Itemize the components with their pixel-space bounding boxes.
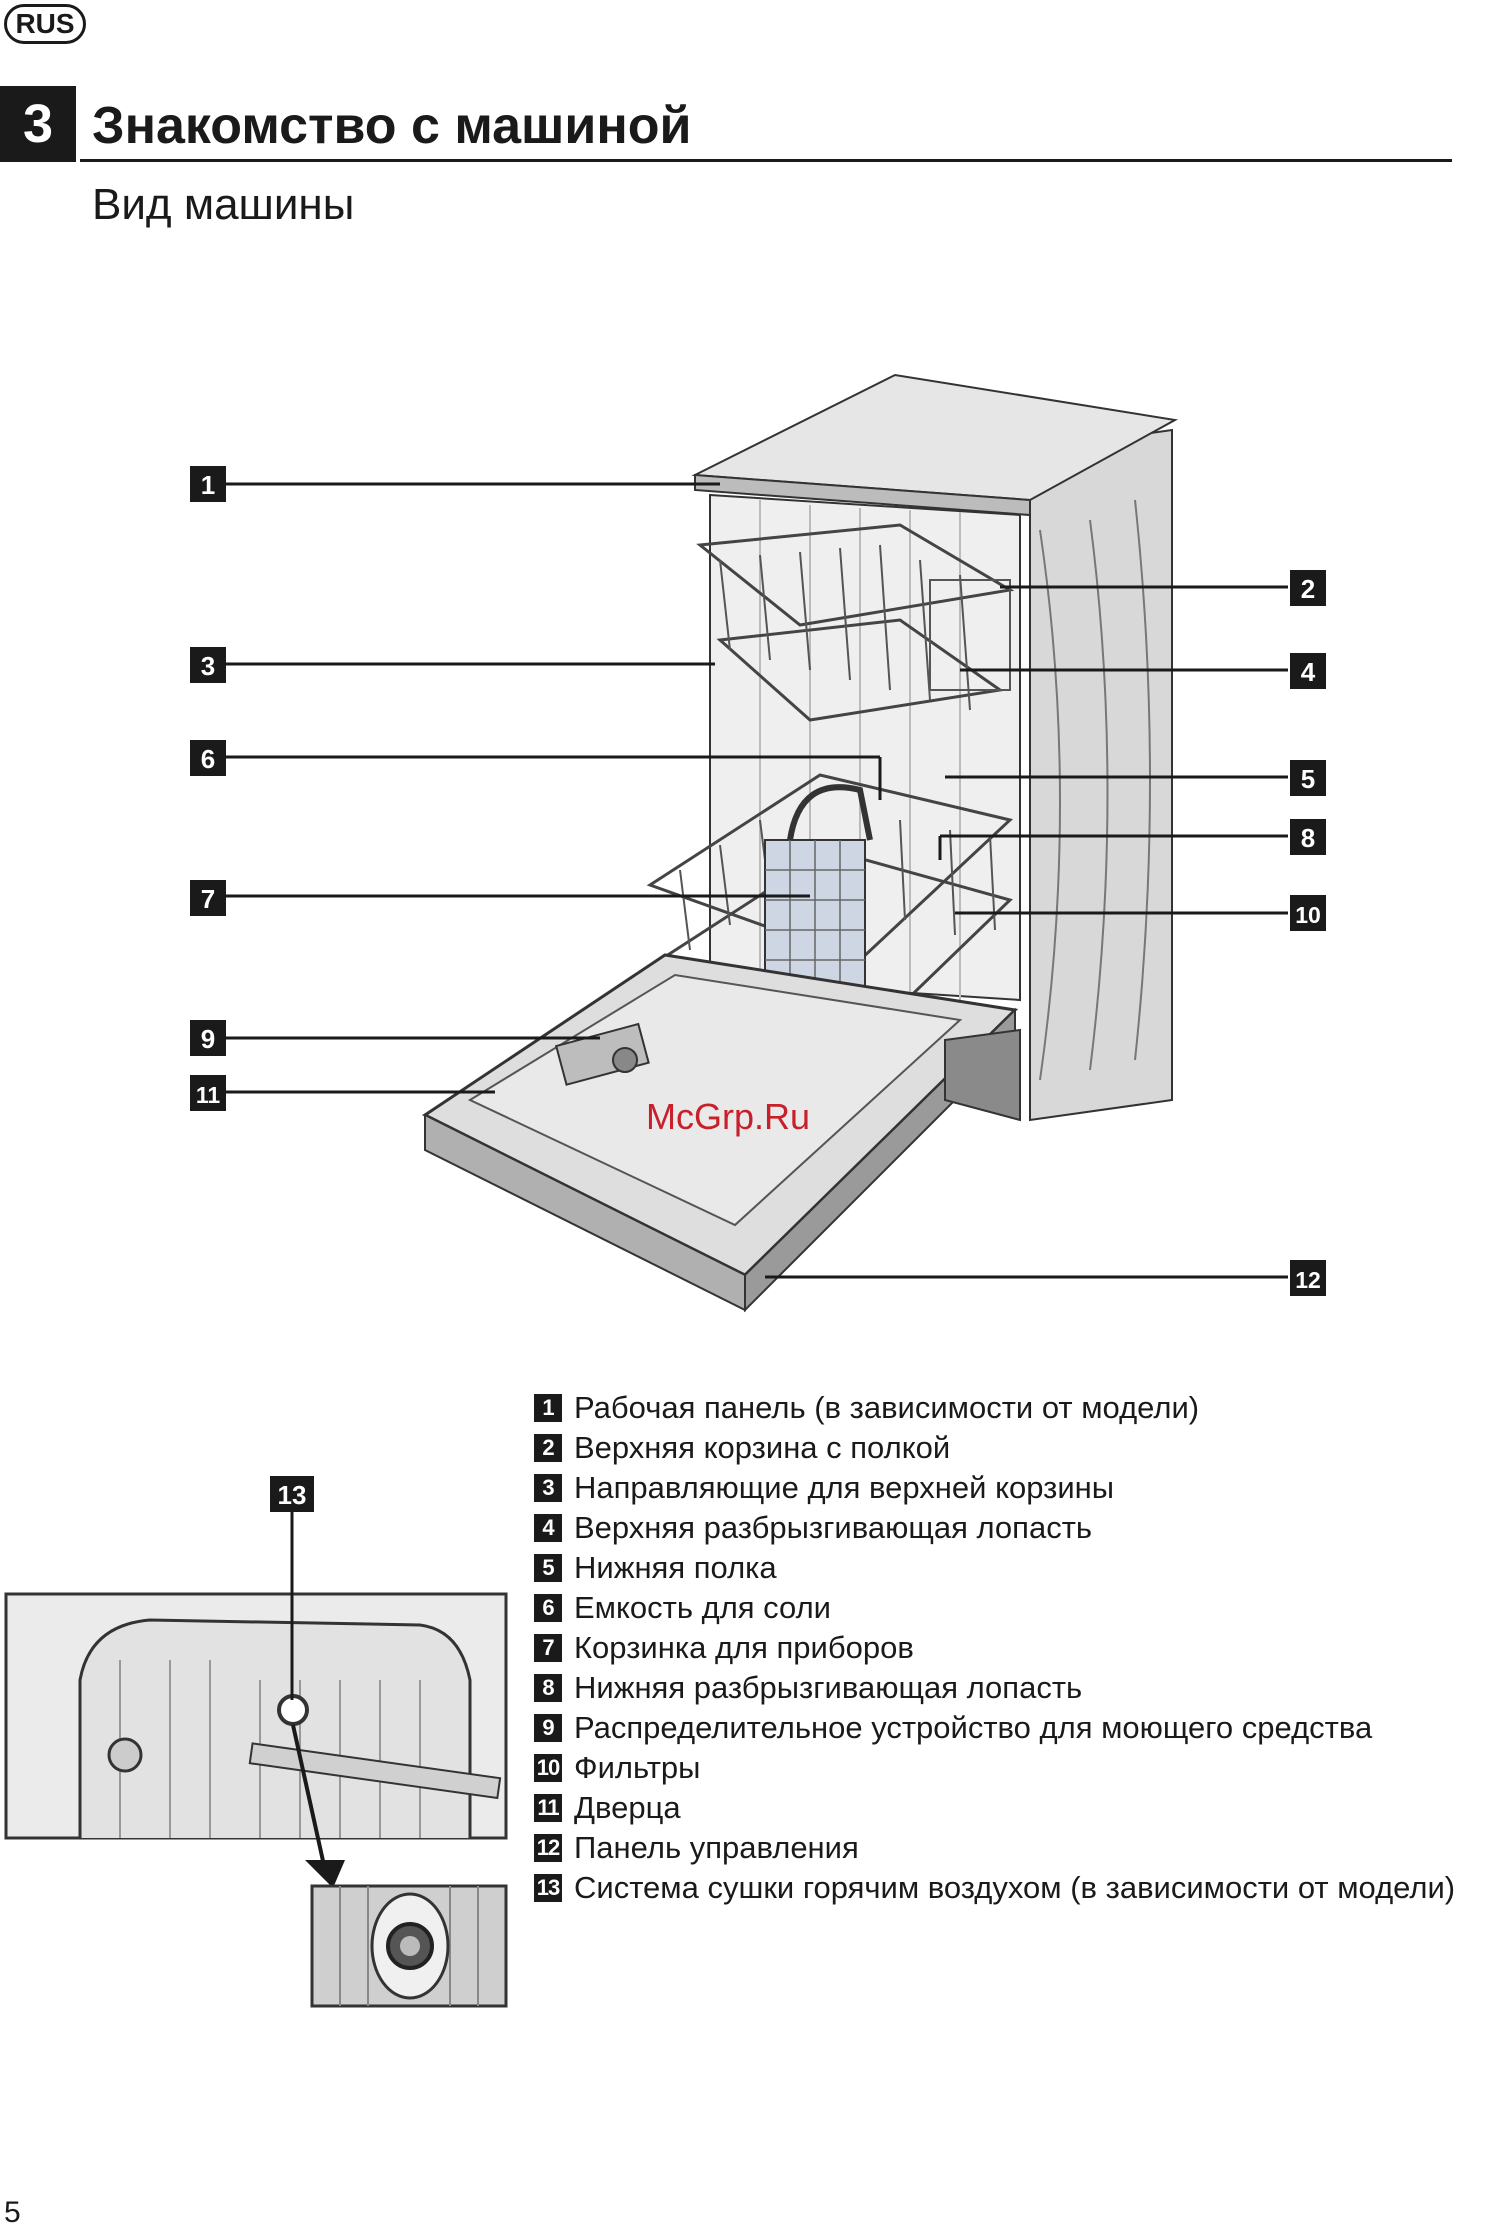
- legend-item: 4 Верхняя разбрызгивающая лопасть: [534, 1508, 1486, 1548]
- legend-item: 2 Верхняя корзина с полкой: [534, 1428, 1486, 1468]
- cutlery-basket-grid: [765, 840, 865, 1010]
- legend-label: Верхняя корзина с полкой: [574, 1430, 951, 1465]
- side-panel-contour: [1039, 499, 1151, 1081]
- section-number: 3: [0, 86, 76, 162]
- inset-vent: [277, 1694, 309, 1726]
- callout-13: [270, 1476, 314, 1512]
- callout-12: 12: [1290, 1260, 1326, 1296]
- legend-item: 13 Система сушки горячим воздухом (в зави…: [534, 1868, 1486, 1908]
- inset-hinge: [107, 1737, 143, 1773]
- legend-item: 12 Панель управления: [534, 1828, 1486, 1868]
- legend-number: 11: [534, 1794, 562, 1822]
- legend-label: Направляющие для верхней корзины: [574, 1470, 1115, 1505]
- callout-10: 10: [1290, 895, 1326, 931]
- callout-4: 4: [1290, 653, 1326, 689]
- legend-number: 13: [534, 1874, 562, 1902]
- legend-label: Система сушки горячим воздухом (в зависи…: [574, 1870, 1456, 1905]
- legend-item: 1 Рабочая панель (в зависимости от модели…: [534, 1388, 1486, 1428]
- cutlery-basket-handle: [787, 784, 873, 841]
- legend-number: 3: [534, 1474, 562, 1502]
- watermark-text: McGrp.Ru: [646, 1096, 811, 1137]
- legend-label: Панель управления: [574, 1830, 859, 1865]
- inset-arrow-shaft: [291, 1724, 327, 1871]
- inset-arrow-head: [305, 1860, 345, 1888]
- legend-number: 8: [534, 1674, 562, 1702]
- inset-zoom-vent-center: [400, 1936, 420, 1956]
- svg-text:5: 5: [1301, 764, 1315, 794]
- svg-text:7: 7: [201, 884, 215, 914]
- title-rule: [80, 159, 1452, 162]
- language-badge: RUS: [4, 4, 86, 44]
- legend-label: Емкость для соли: [574, 1590, 831, 1625]
- page-subtitle: Вид машины: [92, 180, 355, 229]
- legend-label: Нижняя полка: [574, 1550, 777, 1585]
- svg-text:13: 13: [278, 1480, 307, 1510]
- legend-number: 10: [534, 1754, 562, 1782]
- svg-text:2: 2: [1301, 574, 1315, 604]
- legend-number: 9: [534, 1714, 562, 1742]
- legend-item: 3 Направляющие для верхней корзины: [534, 1468, 1486, 1508]
- legend-number: 5: [534, 1554, 562, 1582]
- svg-text:9: 9: [201, 1024, 215, 1054]
- detergent-dispenser: [554, 1022, 650, 1086]
- callout-5: 5: [1290, 760, 1326, 796]
- legend-label: Нижняя разбрызгивающая лопасть: [574, 1670, 1083, 1705]
- legend-label: Фильтры: [574, 1750, 701, 1785]
- svg-text:8: 8: [1301, 823, 1315, 853]
- legend-number: 2: [534, 1434, 562, 1462]
- legend-label: Верхняя разбрызгивающая лопасть: [574, 1510, 1093, 1545]
- legend-item: 11 Дверца: [534, 1788, 1486, 1828]
- svg-text:1: 1: [201, 470, 215, 500]
- inset-diagram: 13: [4, 1476, 508, 2008]
- legend-item: 5 Нижняя полка: [534, 1548, 1486, 1588]
- legend-label: Распределительное устройство для моющего…: [574, 1710, 1373, 1745]
- svg-text:10: 10: [1295, 902, 1321, 928]
- legend-number: 7: [534, 1634, 562, 1662]
- tub-ribs: [759, 500, 961, 1000]
- legend-number: 1: [534, 1394, 562, 1422]
- parts-legend: 1 Рабочая панель (в зависимости от модели…: [534, 1388, 1486, 1908]
- page-title: Знакомство с машиной: [92, 97, 692, 155]
- page-number: 5: [4, 2196, 21, 2229]
- legend-item: 9 Распределительное устройство для моющег…: [534, 1708, 1486, 1748]
- inset-rail: [248, 1742, 502, 1800]
- legend-label: Корзинка для приборов: [574, 1630, 914, 1665]
- legend-item: 10 Фильтры: [534, 1748, 1486, 1788]
- callout-11: 11: [190, 1075, 226, 1111]
- upper-basket-shelf: [929, 579, 1011, 691]
- callout-1: 1: [190, 466, 226, 502]
- callout-3: 3: [190, 647, 226, 683]
- callout-7: 7: [190, 880, 226, 916]
- upper-basket-wires: [719, 544, 971, 711]
- svg-text:4: 4: [1301, 657, 1316, 687]
- callout-6: 6: [190, 740, 226, 776]
- legend-item: 6 Емкость для соли: [534, 1588, 1486, 1628]
- legend-number: 6: [534, 1594, 562, 1622]
- legend-number: 4: [534, 1514, 562, 1542]
- legend-label: Дверца: [574, 1790, 681, 1825]
- svg-text:6: 6: [201, 744, 215, 774]
- inset-door-outline: [78, 1618, 472, 1838]
- svg-text:3: 3: [201, 651, 215, 681]
- callout-9: 9: [190, 1020, 226, 1056]
- callout-2: 2: [1290, 570, 1326, 606]
- legend-label: Рабочая панель (в зависимости от модели): [574, 1390, 1200, 1425]
- legend-number: 12: [534, 1834, 562, 1862]
- callout-8: 8: [1290, 819, 1326, 855]
- svg-text:11: 11: [196, 1082, 221, 1108]
- dispenser-dial: [612, 1047, 638, 1073]
- svg-text:12: 12: [1295, 1267, 1321, 1293]
- legend-item: 7 Корзинка для приборов: [534, 1628, 1486, 1668]
- inset-zoom-ribs: [339, 1886, 479, 2006]
- legend-item: 8 Нижняя разбрызгивающая лопасть: [534, 1668, 1486, 1708]
- plinth: [944, 1028, 1021, 1122]
